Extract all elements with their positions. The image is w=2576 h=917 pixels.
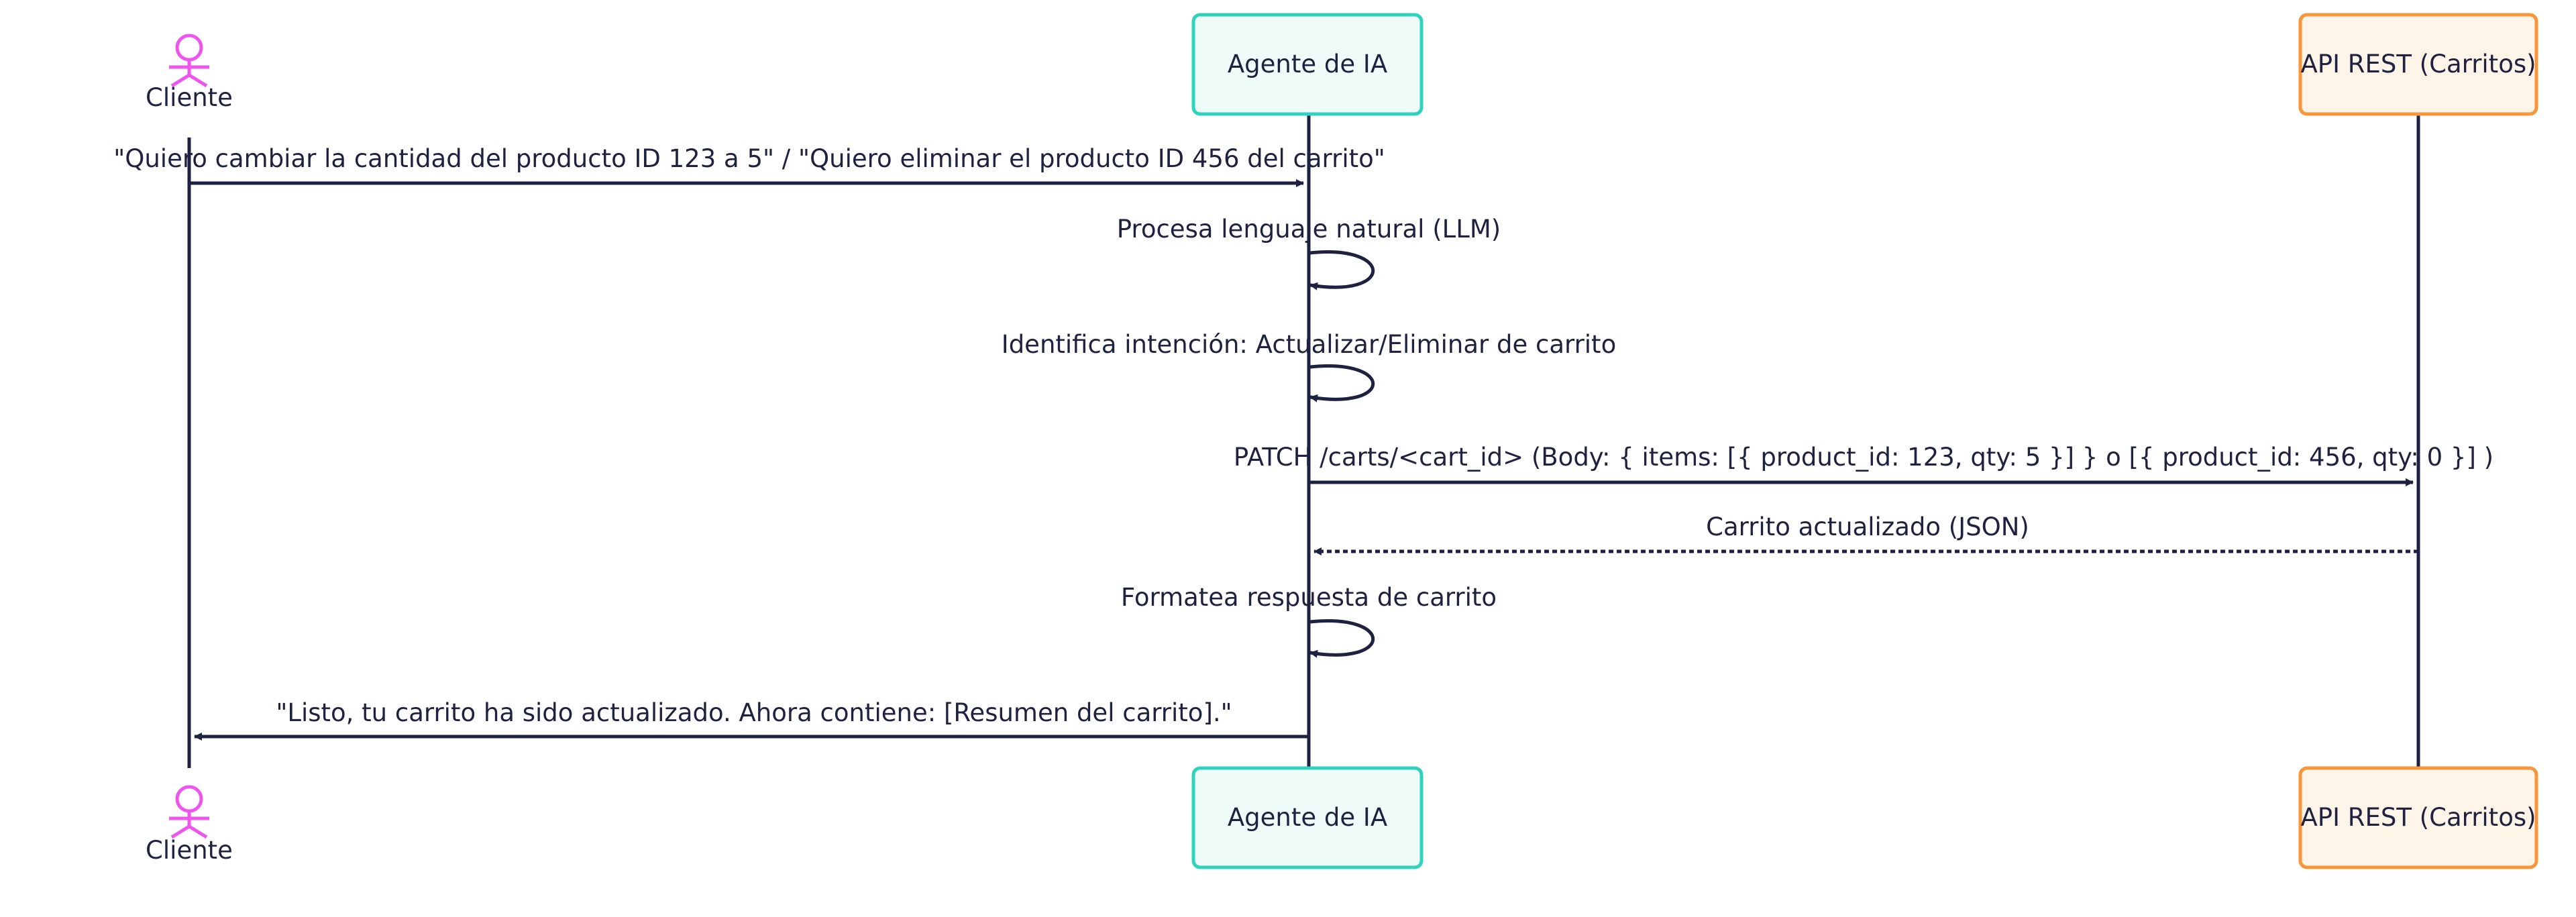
- participant-box: [1191, 13, 1424, 116]
- message-label: Formatea respuesta de carrito: [1121, 583, 1497, 612]
- message-label: Procesa lenguaje natural (LLM): [1117, 215, 1501, 244]
- participant-api-bottom: API REST (Carritos): [2298, 766, 2538, 869]
- self-arrow: [1309, 364, 1375, 402]
- message-label: "Listo, tu carrito ha sido actualizado. …: [276, 698, 1232, 727]
- message-label: "Quiero cambiar la cantidad del producto…: [113, 144, 1385, 173]
- participant-label: API REST (Carritos): [2300, 50, 2536, 78]
- participant-agente-top: Agente de IA: [1191, 13, 1424, 116]
- message-3: Identifica intención: Actualizar/Elimina…: [1002, 330, 1616, 402]
- message-label: Identifica intención: Actualizar/Elimina…: [1002, 330, 1616, 359]
- message-label: Carrito actualizado (JSON): [1706, 513, 2029, 541]
- actor-cliente-top-icon: [169, 34, 209, 88]
- message-1: "Quiero cambiar la cantidad del producto…: [113, 144, 1385, 187]
- participant-cliente-top: Cliente: [146, 34, 233, 112]
- participant-agente-bottom: Agente de IA: [1191, 766, 1424, 869]
- participant-cliente-bottom: Cliente: [146, 785, 233, 865]
- participant-label: Cliente: [146, 83, 233, 112]
- message-6: Formatea respuesta de carrito: [1121, 583, 1497, 658]
- message-7: "Listo, tu carrito ha sido actualizado. …: [194, 698, 1309, 741]
- participant-box: [1191, 766, 1424, 869]
- actor-cliente-bottom-icon: [169, 785, 209, 839]
- participant-box: [2298, 13, 2538, 116]
- participant-label: Agente de IA: [1228, 803, 1387, 832]
- message-5: Carrito actualizado (JSON): [1313, 513, 2418, 555]
- message-4: PATCH /carts/<cart_id> (Body: { items: […: [1234, 443, 2493, 486]
- participant-label: API REST (Carritos): [2300, 803, 2536, 832]
- message-label: PATCH /carts/<cart_id> (Body: { items: […: [1234, 443, 2493, 472]
- self-arrow: [1309, 619, 1375, 658]
- participant-label: Cliente: [146, 836, 233, 865]
- participant-api-top: API REST (Carritos): [2298, 13, 2538, 116]
- message-2: Procesa lenguaje natural (LLM): [1117, 215, 1501, 290]
- participant-label: Agente de IA: [1228, 50, 1387, 78]
- participant-box: [2298, 766, 2538, 869]
- self-arrow: [1309, 250, 1375, 290]
